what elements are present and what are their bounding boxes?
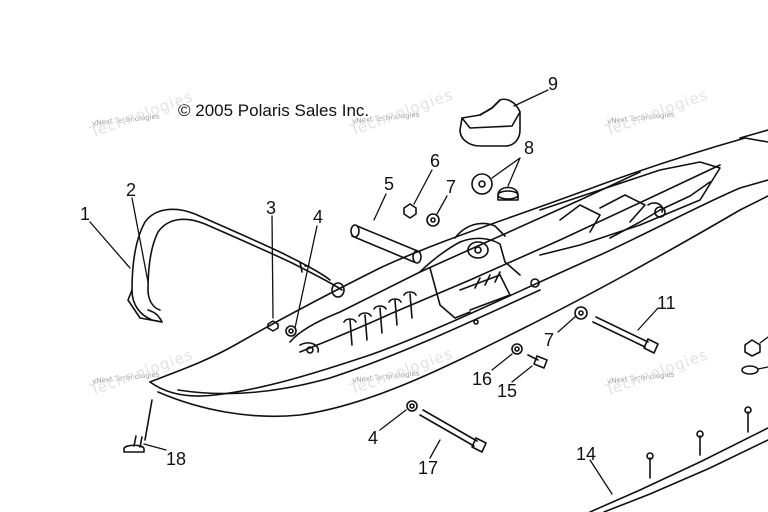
- callout-label: 4: [313, 207, 323, 227]
- callout-label: 2: [126, 180, 136, 200]
- callout-label: 4: [368, 428, 378, 448]
- callout-label: 15: [497, 381, 517, 401]
- hardware: [123, 173, 761, 453]
- callout-label: 7: [544, 330, 554, 350]
- callout-labels: 1 2 3 4 5 6 7 8 9 11 7 16 15 4 17 14 18: [80, 74, 676, 478]
- callout-label: 3: [266, 198, 276, 218]
- callout-label: 16: [472, 369, 492, 389]
- callout-label: 14: [576, 444, 596, 464]
- callout-label: 9: [548, 74, 558, 94]
- callout-label: 8: [524, 138, 534, 158]
- spacer-tube: [350, 224, 422, 264]
- callout-label: 11: [657, 293, 676, 313]
- callout-label: 1: [80, 204, 90, 224]
- ski-body: [149, 129, 768, 418]
- callout-label: 17: [418, 458, 438, 478]
- wear-pad: [459, 98, 521, 147]
- callout-label: 5: [384, 174, 394, 194]
- ski-loop: [127, 208, 345, 323]
- callout-label: 6: [430, 151, 440, 171]
- wear-bar: [589, 406, 768, 512]
- callout-label: 7: [446, 177, 456, 197]
- copyright-text: © 2005 Polaris Sales Inc.: [178, 101, 370, 120]
- callout-label: 18: [166, 449, 186, 469]
- leader-lines: [89, 89, 768, 495]
